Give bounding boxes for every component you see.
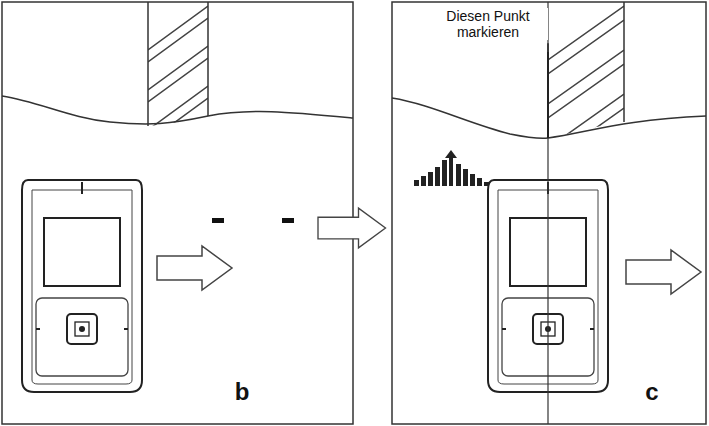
leader-line: [547, 43, 549, 52]
panel-letter: c: [632, 378, 672, 406]
callout-label: Diesen Punkt markieren: [428, 8, 548, 40]
panel-letter: b: [222, 378, 262, 406]
